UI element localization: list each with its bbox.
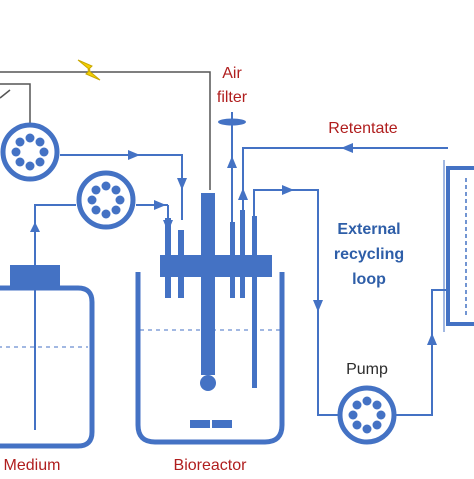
air-filter-label-line1: Air [222,65,242,82]
bioreactor-vessel [135,193,285,445]
external-loop-label-line1: External [337,221,400,238]
external-loop-label-line2: recycling [334,246,404,263]
loop-arrows [238,143,437,345]
peristaltic-pump-icon [337,385,397,445]
bioreactor-label: Bioreactor [174,457,248,474]
control-wires [0,71,211,190]
medium-label: Medium [4,457,61,474]
peristaltic-pump-icon [0,122,60,182]
peristaltic-pump-icon [76,170,136,230]
medium-vessel [0,218,95,449]
lightning-bolt-icon [77,59,101,81]
retentate-label: Retentate [328,120,397,137]
pump-label: Pump [346,361,388,378]
filtration-module [443,160,474,332]
external-loop-label-line3: loop [352,271,386,288]
air-filter-icon [218,112,246,225]
air-filter-label-line2: filter [217,89,248,106]
